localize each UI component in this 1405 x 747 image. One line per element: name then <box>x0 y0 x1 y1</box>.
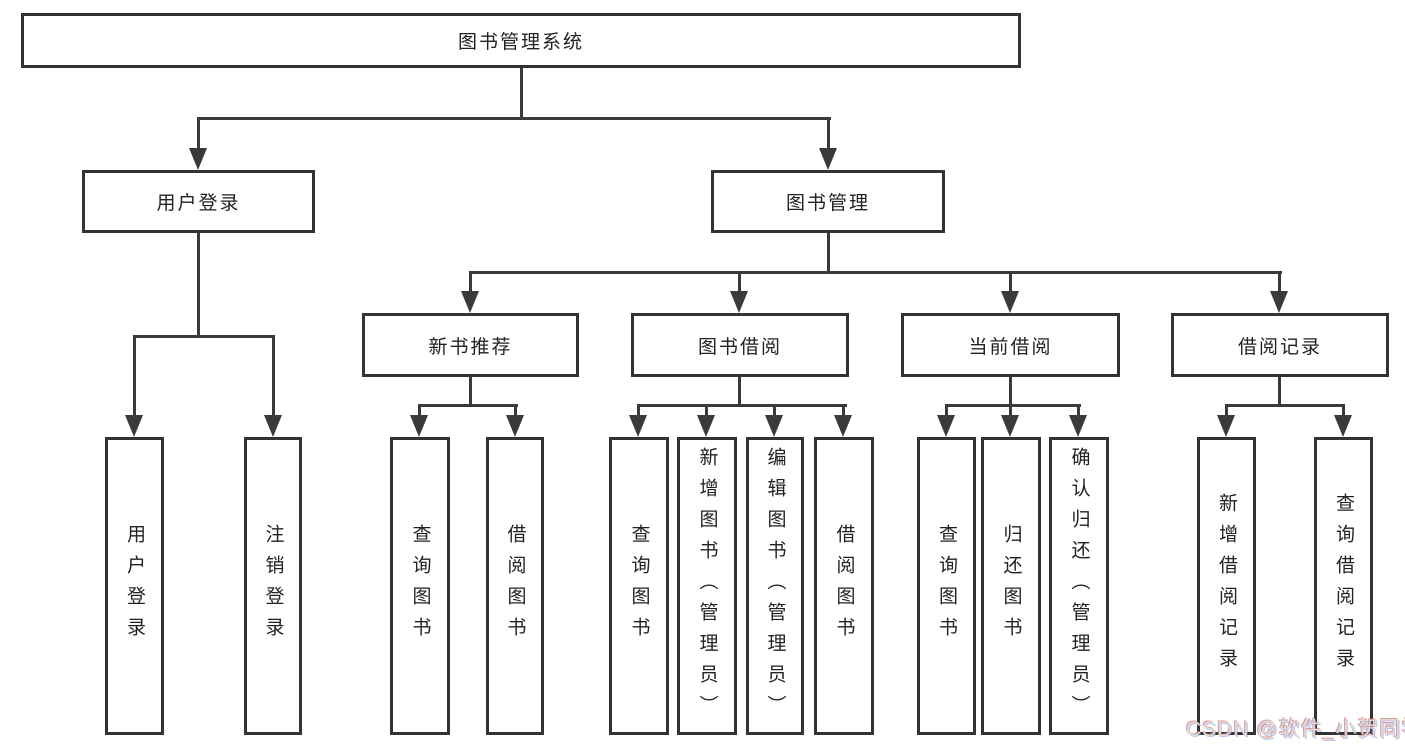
node-label: 用户登录 <box>156 193 241 214</box>
leaf-logout: 注销登录 <box>244 437 302 735</box>
node-label: 当前借阅 <box>968 336 1053 358</box>
connector-vline <box>842 404 845 417</box>
leaf-label: 借阅图书 <box>504 524 526 648</box>
arrow-down-icon <box>1069 415 1087 437</box>
leaf-label: 查询图书 <box>409 524 431 648</box>
arrow-down-icon <box>1270 291 1288 313</box>
arrow-down-icon <box>765 415 783 437</box>
node-label: 图书管理系统 <box>457 32 584 53</box>
leaf-label: 注销登录 <box>262 524 284 648</box>
connector-hline <box>1225 404 1345 407</box>
connector-hline <box>637 404 847 407</box>
connector-vline <box>637 404 640 417</box>
leaf-user-login: 用户登录 <box>105 437 164 735</box>
connector-vline <box>945 404 948 417</box>
leaf-edit-book-admin: 编辑图书（管理员） <box>746 437 804 735</box>
leaf-label: 编辑图书（管理员） <box>764 446 786 726</box>
connector-hline <box>469 271 1282 274</box>
leaf-borrow-books-recommend: 借阅图书 <box>486 437 544 735</box>
leaf-query-books-current: 查询图书 <box>917 437 976 735</box>
node-label: 图书管理 <box>785 193 870 214</box>
connector-hline <box>133 335 275 338</box>
connector-vline <box>197 233 200 338</box>
connector-vline <box>1009 271 1012 295</box>
arrow-down-icon <box>697 415 715 437</box>
leaf-label: 确认归还（管理员） <box>1068 446 1090 726</box>
connector-vline <box>738 377 741 407</box>
node-label: 借阅记录 <box>1237 336 1322 358</box>
arrow-down-icon <box>1334 415 1352 437</box>
arrow-down-icon <box>461 291 479 313</box>
arrow-down-icon <box>834 415 852 437</box>
connector-vline <box>1278 377 1281 407</box>
arrow-down-icon <box>629 415 647 437</box>
connector-vline <box>1009 377 1012 407</box>
leaf-label: 归还图书 <box>1000 524 1022 648</box>
connector-vline <box>1009 404 1012 417</box>
arrow-down-icon <box>819 148 837 170</box>
connector-vline <box>469 377 472 407</box>
arrow-down-icon <box>1217 415 1235 437</box>
leaf-label: 用户登录 <box>124 524 145 648</box>
node-book-management: 图书管理 <box>711 170 945 233</box>
connector-vline <box>272 335 275 417</box>
node-label: 图书借阅 <box>697 336 782 358</box>
connector-vline <box>738 271 741 295</box>
node-book-borrow: 图书借阅 <box>631 313 849 377</box>
csdn-watermark: CSDN @软件_小贺同学 <box>1186 718 1405 741</box>
connector-vline <box>827 233 830 274</box>
connector-vline <box>197 117 200 151</box>
node-user-login: 用户登录 <box>82 170 315 233</box>
connector-vline <box>520 68 523 119</box>
leaf-add-borrow-record: 新增借阅记录 <box>1197 437 1256 735</box>
connector-vline <box>514 404 517 417</box>
leaf-label: 新增借阅记录 <box>1216 493 1237 679</box>
connector-vline <box>705 404 708 417</box>
node-new-book-recommend: 新书推荐 <box>362 313 579 377</box>
leaf-add-book-admin: 新增图书（管理员） <box>677 437 737 735</box>
arrow-down-icon <box>1001 415 1019 437</box>
leaf-label: 新增图书（管理员） <box>696 446 718 726</box>
leaf-query-books-borrow: 查询图书 <box>609 437 669 735</box>
node-borrow-records: 借阅记录 <box>1171 313 1389 377</box>
node-label: 新书推荐 <box>428 336 513 358</box>
arrow-down-icon <box>730 291 748 313</box>
arrow-down-icon <box>410 415 428 437</box>
connector-vline <box>133 335 136 417</box>
connector-hline <box>418 404 518 407</box>
arrow-down-icon <box>189 148 207 170</box>
arrow-down-icon <box>937 415 955 437</box>
leaf-borrow-books: 借阅图书 <box>814 437 874 735</box>
connector-vline <box>1225 404 1228 417</box>
connector-vline <box>827 117 830 151</box>
leaf-confirm-return-admin: 确认归还（管理员） <box>1049 437 1109 735</box>
arrow-down-icon <box>125 415 143 437</box>
node-root-system: 图书管理系统 <box>21 13 1021 68</box>
leaf-label: 借阅图书 <box>833 524 855 648</box>
arrow-down-icon <box>506 415 524 437</box>
leaf-return-book: 归还图书 <box>981 437 1041 735</box>
connector-vline <box>469 271 472 295</box>
connector-vline <box>1342 404 1345 417</box>
arrow-down-icon <box>264 415 282 437</box>
leaf-query-borrow-record: 查询借阅记录 <box>1314 437 1373 735</box>
leaf-label: 查询图书 <box>936 524 957 648</box>
connector-vline <box>418 404 421 417</box>
node-current-borrow: 当前借阅 <box>901 313 1120 377</box>
connector-vline <box>1077 404 1080 417</box>
connector-vline <box>1278 271 1281 295</box>
connector-vline <box>773 404 776 417</box>
leaf-label: 查询借阅记录 <box>1333 493 1354 679</box>
connector-hline <box>197 117 831 120</box>
leaf-query-books-recommend: 查询图书 <box>390 437 450 735</box>
leaf-label: 查询图书 <box>628 524 650 648</box>
connector-hline <box>945 404 1081 407</box>
arrow-down-icon <box>1001 291 1019 313</box>
